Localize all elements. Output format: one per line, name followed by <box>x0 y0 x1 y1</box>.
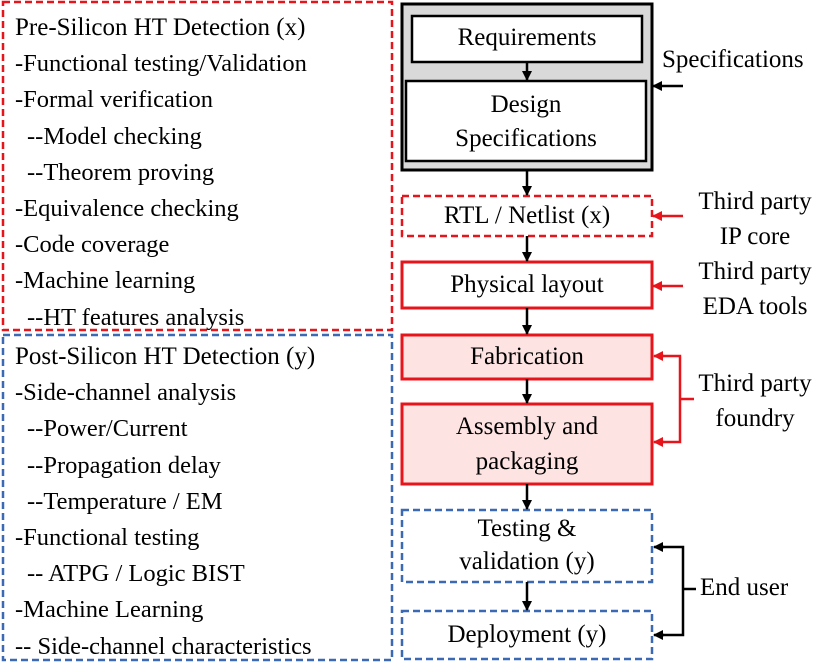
deployment-box <box>400 609 654 661</box>
third-party-foundry-label-line1: Third party <box>698 370 812 397</box>
assembly-label-line1: Assembly and <box>455 413 599 440</box>
list-item: --Temperature / EM <box>27 487 223 515</box>
requirements-label: Requirements <box>457 24 597 51</box>
testing-label-line2: validation (y) <box>459 548 595 575</box>
design-specifications-box <box>404 79 648 163</box>
list-item: --Model checking <box>27 122 202 150</box>
list-item: -Functional testing/Validation <box>15 50 307 78</box>
third-party-foundry-label-line2: foundry <box>715 405 795 432</box>
list-item: -Machine learning <box>15 267 196 295</box>
end-user-label: End user <box>700 574 789 601</box>
list-item: --Power/Current <box>27 415 188 443</box>
list-item: -- Side-channel characteristics <box>15 632 312 660</box>
list-item: -Formal verification <box>15 86 213 114</box>
list-item: --HT features analysis <box>27 303 245 331</box>
assembly-label-line2: packaging <box>475 448 579 475</box>
third-party-ip-label-line1: Third party <box>698 188 812 215</box>
pre-silicon-box <box>1 0 394 332</box>
end-user-bracket <box>656 545 685 637</box>
assembly-packaging-box <box>400 402 654 486</box>
post-silicon-box <box>1 333 394 662</box>
third-party-eda-label-line2: EDA tools <box>702 293 808 320</box>
third-party-eda-label-line1: Third party <box>698 258 812 285</box>
testing-validation-box <box>400 508 654 584</box>
rtl-netlist-box <box>400 194 654 238</box>
list-item: -Side-channel analysis <box>15 379 237 407</box>
design-spec-label-line1: Design <box>490 91 562 118</box>
physical-layout-label: Physical layout <box>450 271 604 298</box>
deployment-label: Deployment (y) <box>447 621 607 648</box>
post-silicon-list: Post-Silicon HT Detection (y) -Side-chan… <box>3 335 392 660</box>
fabrication-box <box>400 333 654 381</box>
specifications-side-label: Specifications <box>662 46 804 73</box>
fabrication-label: Fabrication <box>470 343 584 370</box>
third-party-ip-label-line2: IP core <box>719 223 791 250</box>
testing-label-line1: Testing & <box>477 515 577 542</box>
rtl-netlist-label: RTL / Netlist (x) <box>443 202 611 229</box>
design-spec-label-line2: Specifications <box>455 125 597 152</box>
list-item: -- ATPG / Logic BIST <box>27 560 245 588</box>
pre-silicon-title: Pre-Silicon HT Detection (x) <box>15 14 306 41</box>
list-item: -Machine Learning <box>15 596 204 624</box>
list-item: -Code coverage <box>15 231 170 259</box>
foundry-bracket <box>656 354 682 444</box>
list-item: --Theorem proving <box>27 158 215 186</box>
pre-silicon-list: Pre-Silicon HT Detection (x) -Functional… <box>3 2 392 331</box>
post-silicon-title: Post-Silicon HT Detection (y) <box>15 343 316 370</box>
list-item: -Functional testing <box>15 524 200 552</box>
list-item: --Propagation delay <box>27 451 221 479</box>
list-item: -Equivalence checking <box>15 195 239 223</box>
